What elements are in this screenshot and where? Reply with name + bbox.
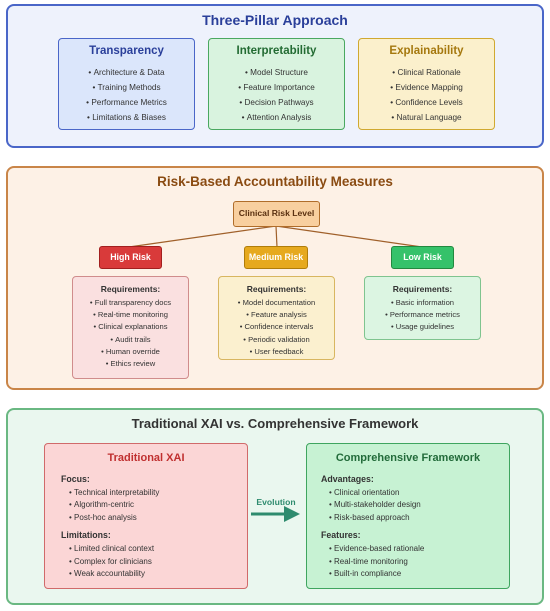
req-item: User feedback [219,346,334,358]
advantage-item: Risk-based approach [329,512,509,524]
risk-low-badge: Low Risk [391,246,454,269]
req-item: Audit trails [73,334,188,346]
risk-title: Risk-Based Accountability Measures [157,174,393,189]
risk-root-node: Clinical Risk Level [233,201,320,227]
limitations-heading: Limitations: [61,530,111,541]
risk-medium-requirements: Requirements: Model documentation Featur… [218,276,335,360]
comparison-title: Traditional XAI vs. Comprehensive Framew… [131,416,419,431]
req-item: Usage guidelines [365,321,480,333]
connector-line [275,225,278,248]
traditional-xai-box: Traditional XAI Focus: Technical interpr… [44,443,248,589]
pillar-interpretability-title: Interpretability [236,45,317,57]
pillar-item: Limitations & Biases [59,110,194,125]
focus-item: Technical interpretability [69,487,247,499]
focus-item: Algorithm-centric [69,499,247,511]
req-item: Basic information [365,297,480,309]
pillar-item: Natural Language [359,110,494,125]
feature-item: Built-in compliance [329,568,509,580]
pillars-title: Three-Pillar Approach [202,12,348,28]
req-item: Model documentation [219,297,334,309]
pillars-section: Three-Pillar Approach Transparency Archi… [6,4,544,148]
focus-heading: Focus: [61,474,90,484]
req-title: Requirements: [392,284,453,294]
limitation-item: Limited clinical context [69,543,247,555]
req-item: Confidence intervals [219,321,334,333]
risk-low-requirements: Requirements: Basic information Performa… [364,276,481,340]
risk-section: Risk-Based Accountability Measures Clini… [6,166,544,390]
limitation-item: Complex for clinicians [69,556,247,568]
req-item: Feature analysis [219,309,334,321]
pillar-explainability-title: Explainability [389,45,464,57]
pillar-item: Confidence Levels [359,95,494,110]
pillar-transparency-title: Transparency [89,45,164,57]
req-item: Full transparency docs [73,297,188,309]
pillar-item: Evidence Mapping [359,80,494,95]
req-item: Periodic validation [219,334,334,346]
req-item: Human override [73,346,188,358]
advantages-heading: Advantages: [321,474,374,484]
pillar-item: Clinical Rationale [359,65,494,80]
pillar-item: Architecture & Data [59,65,194,80]
req-item: Performance metrics [365,309,480,321]
connector-line [128,225,277,248]
pillar-transparency: Transparency Architecture & Data Trainin… [58,38,195,130]
risk-medium-badge: Medium Risk [244,246,308,269]
limitation-item: Weak accountability [69,568,247,580]
evolution-label: Evolution [256,497,296,507]
pillar-interpretability: Interpretability Model Structure Feature… [208,38,345,130]
feature-item: Real-time monitoring [329,556,509,568]
req-title: Requirements: [246,284,307,294]
pillar-item: Model Structure [209,65,344,80]
risk-connectors [128,225,423,248]
connector-line [275,225,423,248]
feature-item: Evidence-based rationale [329,543,509,555]
comprehensive-framework-title: Comprehensive Framework [335,452,481,464]
comparison-section: Traditional XAI vs. Comprehensive Framew… [6,408,544,605]
pillar-item: Performance Metrics [59,95,194,110]
risk-root-label: Clinical Risk Level [238,208,315,218]
comprehensive-framework-box: Comprehensive Framework Advantages: Clin… [306,443,510,589]
req-item: Real-time monitoring [73,309,188,321]
req-item: Ethics review [73,358,188,370]
focus-item: Post-hoc analysis [69,512,247,524]
pillar-item: Training Methods [59,80,194,95]
advantage-item: Multi-stakeholder design [329,499,509,511]
req-title: Requirements: [100,284,161,294]
pillar-item: Attention Analysis [209,110,344,125]
pillar-explainability: Explainability Clinical Rationale Eviden… [358,38,495,130]
pillar-item: Decision Pathways [209,95,344,110]
pillar-item: Feature Importance [209,80,344,95]
risk-high-badge: High Risk [99,246,162,269]
risk-high-requirements: Requirements: Full transparency docs Rea… [72,276,189,379]
evolution-arrow-icon [251,506,300,522]
req-item: Clinical explanations [73,321,188,333]
features-heading: Features: [321,530,361,541]
advantage-item: Clinical orientation [329,487,509,499]
traditional-xai-title: Traditional XAI [107,452,185,464]
